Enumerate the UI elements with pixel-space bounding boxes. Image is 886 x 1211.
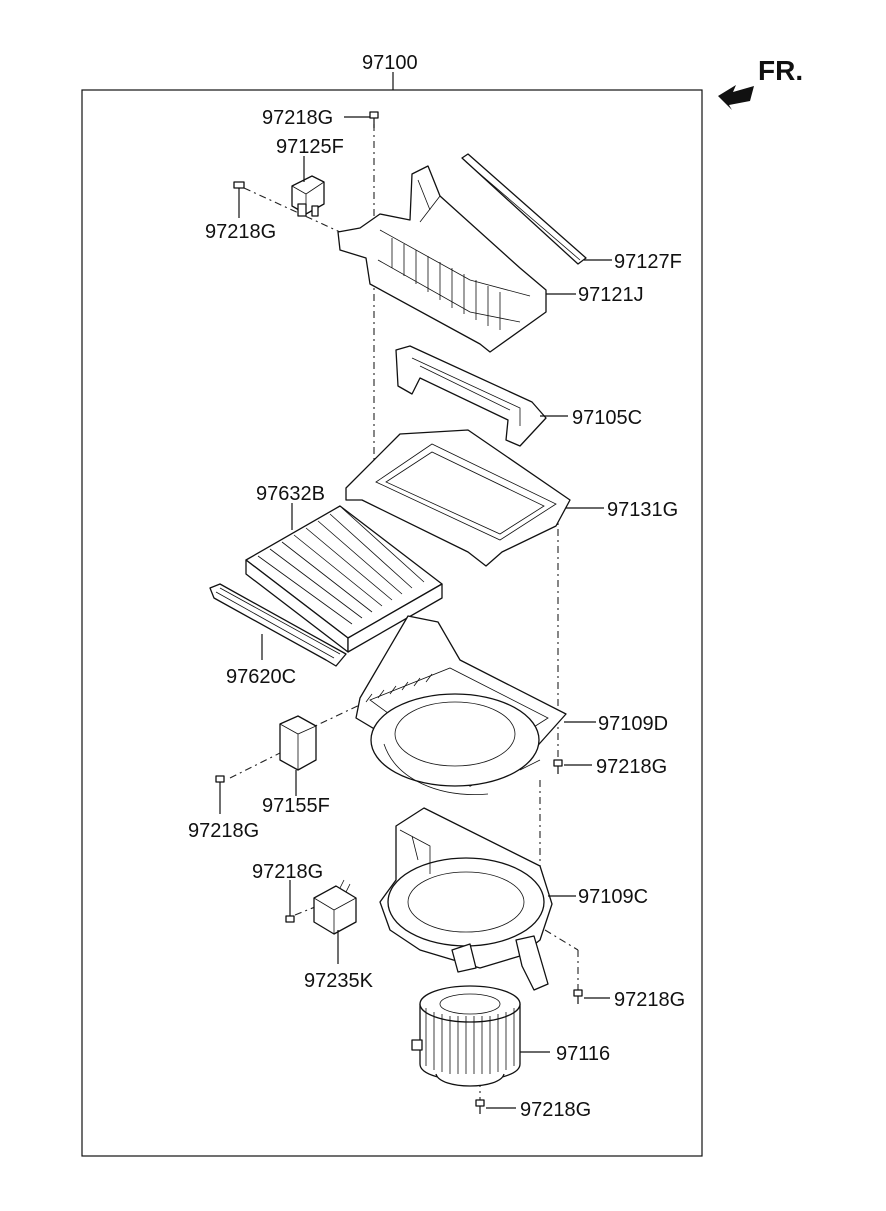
label-intake-case: 97121J bbox=[578, 284, 644, 306]
label-blower-case-lower: 97109C bbox=[578, 886, 648, 908]
intake-case bbox=[337, 165, 547, 353]
label-filter-cover: 97620C bbox=[226, 666, 296, 688]
blower-motor bbox=[411, 985, 521, 1087]
label-screw-resistor: 97218G bbox=[188, 820, 259, 842]
label-power-module: 97235K bbox=[304, 970, 374, 992]
screw-motor bbox=[475, 1099, 485, 1114]
power-module bbox=[313, 879, 357, 935]
screw-top bbox=[369, 111, 379, 128]
label-screw-top: 97218G bbox=[262, 107, 333, 129]
label-actuator: 97125F bbox=[276, 136, 344, 158]
screw-module bbox=[285, 908, 295, 923]
screw-resistor bbox=[215, 775, 225, 790]
label-screw-right-lower: 97218G bbox=[614, 989, 685, 1011]
resistor bbox=[279, 715, 317, 771]
label-screw-motor: 97218G bbox=[520, 1099, 591, 1121]
front-label: FR. bbox=[758, 55, 803, 86]
cabin-filter bbox=[245, 505, 443, 653]
label-screw-actuator: 97218G bbox=[205, 221, 276, 243]
screw-right-lower bbox=[573, 989, 583, 1004]
label-screw-right-upper: 97218G bbox=[596, 756, 667, 778]
filter-cover bbox=[209, 583, 347, 667]
label-filter-frame: 97131G bbox=[607, 499, 678, 521]
label-intake-door: 97105C bbox=[572, 407, 642, 429]
screw-actuator bbox=[233, 181, 245, 200]
blower-case-upper bbox=[355, 615, 567, 795]
assembly-frame bbox=[81, 89, 703, 1157]
blower-case-lower bbox=[379, 807, 553, 991]
label-resistor: 97155F bbox=[262, 795, 330, 817]
actuator bbox=[291, 175, 325, 217]
label-screw-module: 97218G bbox=[252, 861, 323, 883]
intake-seal bbox=[461, 153, 587, 265]
front-arrow-icon bbox=[718, 85, 754, 110]
label-blower-motor: 97116 bbox=[556, 1043, 610, 1065]
assembly-number: 97100 bbox=[362, 52, 418, 74]
filter-frame bbox=[345, 429, 571, 567]
intake-door bbox=[395, 345, 547, 447]
label-intake-seal: 97127F bbox=[614, 251, 682, 273]
screw-right-upper bbox=[553, 759, 563, 774]
label-blower-case-upper: 97109D bbox=[598, 713, 668, 735]
label-cabin-filter: 97632B bbox=[256, 483, 325, 505]
